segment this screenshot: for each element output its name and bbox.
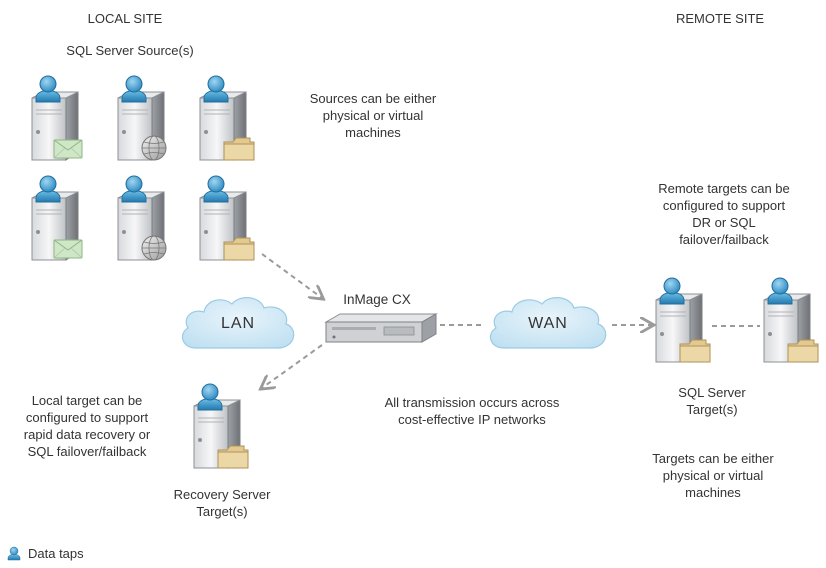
lan-label: LAN (220, 315, 256, 332)
remote-target-server-1 (650, 277, 712, 364)
local-site-header: LOCAL SITE (87, 11, 163, 26)
targets-note: Targets can be either physical or virtua… (652, 451, 774, 500)
sources-note: Sources can be either physical or virtua… (309, 91, 437, 140)
legend-data-taps-label: Data taps (28, 545, 84, 561)
data-tap-icon (4, 543, 24, 563)
recovery-server (188, 383, 250, 470)
inmage-cx-appliance (322, 310, 440, 346)
wan-label: WAN (528, 315, 568, 332)
lan-cloud-shape (181, 297, 295, 349)
source-server-web-2 (112, 175, 174, 262)
source-server-web-1 (112, 75, 174, 162)
recovery-server-label: Recovery Server Target(s) (173, 487, 271, 519)
transmission-note: All transmission occurs across cost-effe… (384, 395, 560, 427)
remote-site-header: REMOTE SITE (675, 11, 765, 26)
remote-targets-note: Remote targets can be configured to supp… (658, 181, 790, 247)
remote-target-server-2 (758, 277, 820, 364)
source-server-mail-2 (26, 175, 88, 262)
legend: Data taps (4, 542, 84, 564)
sql-server-target-label: SQL Server Target(s) (678, 385, 746, 417)
sql-sources-title: SQL Server Source(s) (66, 43, 194, 58)
wan-cloud: WAN (484, 290, 612, 358)
source-server-file-2 (194, 175, 256, 262)
wan-cloud-shape (489, 297, 607, 349)
lan-cloud: LAN (176, 290, 300, 358)
local-target-note: Local target can be configured to suppor… (23, 393, 151, 459)
inmage-cx-label: InMage CX (343, 292, 411, 307)
source-server-file-1 (194, 75, 256, 162)
source-server-mail-1 (26, 75, 88, 162)
